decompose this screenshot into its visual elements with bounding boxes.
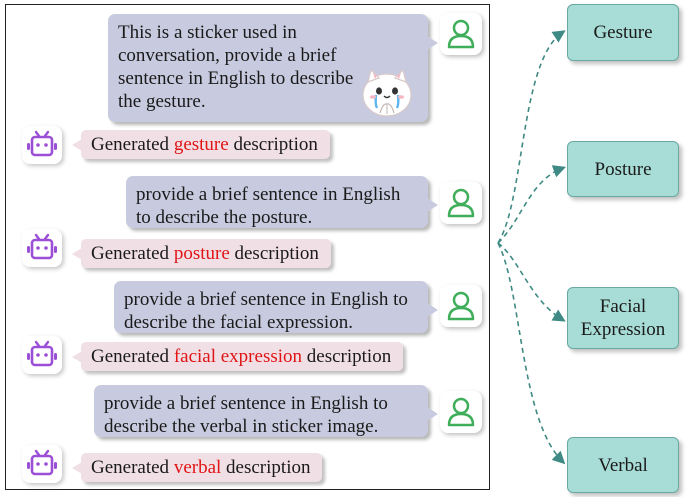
user-icon	[447, 397, 475, 427]
arrow-to-verbal	[497, 242, 566, 465]
user-message-gesture-text: This is a sticker used in conversation, …	[118, 22, 354, 112]
user-icon	[447, 188, 475, 218]
bot-reply-facial: Generated facial expression description	[71, 342, 404, 371]
bot-avatar	[22, 126, 62, 164]
user-message-verbal-text: provide a brief sentence in English to d…	[104, 393, 388, 437]
bot-reply-prefix: Generated	[91, 457, 174, 478]
category-verbal-label: Verbal	[598, 454, 648, 476]
category-gesture: Gesture	[567, 4, 679, 61]
category-posture: Posture	[567, 141, 679, 197]
arrow-to-facial	[497, 242, 566, 322]
bot-reply-suffix: description	[302, 346, 392, 367]
user-message-posture-text: provide a brief sentence in English to d…	[136, 184, 401, 228]
category-facial-expression: Facial Expression	[567, 287, 679, 349]
bot-reply-prefix: Generated	[91, 243, 174, 264]
arrow-to-gesture	[497, 30, 566, 244]
user-avatar	[440, 13, 482, 55]
highlight-verbal: verbal	[173, 457, 222, 478]
bot-reply-posture: Generated posture description	[72, 239, 331, 268]
bot-reply-prefix: Generated	[91, 346, 174, 367]
crying-cat-sticker	[362, 68, 412, 117]
user-avatar	[440, 285, 482, 327]
user-avatar	[440, 182, 482, 224]
category-facial-label-line2: Expression	[580, 319, 666, 340]
category-posture-label: Posture	[594, 158, 652, 180]
bot-reply-verbal: Generated verbal description	[71, 453, 323, 482]
bot-reply-suffix: description	[221, 457, 311, 478]
user-icon	[447, 19, 475, 49]
user-message-facial-text: provide a brief sentence in English to d…	[124, 289, 408, 333]
category-gesture-label: Gesture	[593, 22, 653, 43]
bot-reply-suffix: description	[228, 134, 318, 155]
bot-reply-suffix: description	[229, 243, 319, 264]
robot-icon	[27, 340, 57, 367]
user-message-facial: provide a brief sentence in English to d…	[114, 281, 438, 333]
bot-reply-gesture: Generated gesture description	[72, 130, 330, 159]
highlight-gesture: gesture	[173, 134, 229, 155]
category-facial-label-line1: Facial	[599, 296, 647, 317]
bot-avatar	[22, 229, 62, 267]
user-message-posture: provide a brief sentence in English to d…	[126, 176, 438, 228]
robot-icon	[27, 233, 57, 260]
robot-icon	[27, 130, 57, 157]
category-verbal: Verbal	[567, 437, 679, 493]
bot-avatar	[22, 445, 62, 483]
highlight-posture: posture	[173, 243, 230, 264]
arrow-to-posture	[497, 165, 567, 244]
user-message-gesture: This is a sticker used in conversation, …	[108, 14, 438, 122]
user-message-verbal: provide a brief sentence in English to d…	[94, 385, 438, 437]
user-avatar	[440, 391, 482, 433]
bot-avatar	[22, 336, 62, 374]
highlight-facial: facial expression	[173, 346, 303, 367]
robot-icon	[27, 449, 57, 476]
bot-reply-prefix: Generated	[91, 134, 174, 155]
user-icon	[447, 291, 475, 321]
